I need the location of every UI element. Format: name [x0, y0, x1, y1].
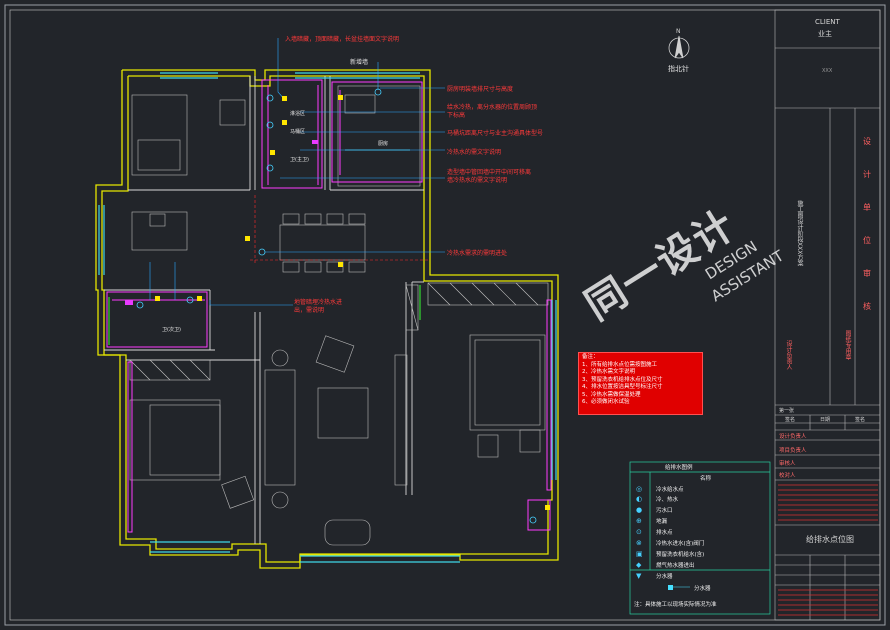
lamp-icon: ⊙ [636, 528, 642, 536]
notes-item: 5、冷热水需做保温处理 [582, 391, 641, 398]
legend-row: ⊕地漏 [636, 517, 668, 526]
callout-3: 厨房明装墙排尺寸与高度 [447, 86, 514, 93]
notes-item: 4、排水位置按洁具型号标注尺寸 [582, 384, 663, 390]
legend-header: 给排水图例 [665, 465, 693, 471]
tb-row-3: 审核人 [779, 461, 796, 467]
interior-walls [104, 76, 424, 544]
notes-item: 1、所有给排水点位需按图施工 [582, 361, 658, 368]
tb-client: CLIENT [815, 18, 840, 26]
tb-sign-3: 签名 [855, 417, 866, 423]
tb-seal-vertical: 图纸专用章 [844, 330, 851, 360]
tb-row-4: 校对人 [779, 473, 796, 479]
tb-approval-vertical: 设计负责人 [785, 340, 792, 370]
leader-lines [149, 38, 445, 306]
green-partitions [108, 285, 421, 345]
title-block-frame [774, 9, 881, 621]
legend-row: ⊙排水点 [636, 528, 673, 537]
notes-item: 6、必须做闭水试验 [582, 399, 630, 405]
callout-6: 冷热水的需文字说明 [447, 149, 502, 156]
wardrobes [129, 282, 549, 381]
tb-row-1: 设计负责人 [779, 434, 807, 440]
room-label-guest-bath: 卫(次卫) [162, 327, 181, 333]
tb-owner: 业主 [818, 30, 832, 38]
notes-item: 3、预留洗衣机给排水点位及尺寸 [582, 376, 663, 383]
triangle-icon: ▼ [636, 572, 642, 580]
tb-sign-1: 签名 [785, 417, 796, 423]
north-arrow-label: 指北针 [668, 65, 689, 73]
legend-col-header: 名称 [700, 476, 712, 482]
legend-divider-mark [668, 585, 673, 590]
legend-frame [629, 461, 771, 615]
notes-heading: 备注： [582, 354, 599, 360]
half-circle-icon: ◐ [636, 495, 643, 503]
drawing-title: 给排水点位图 [806, 535, 854, 544]
legend-row: ◐冷、热水 [636, 495, 679, 504]
tb-small-code: XXX [822, 68, 833, 74]
dashed-leaders [250, 195, 430, 265]
room-label-toilet: 马桶区 [290, 129, 306, 135]
valve-icon: ⊗ [636, 539, 642, 547]
fixture-markers [136, 88, 550, 524]
legend-row: ▼分水器 [636, 572, 673, 581]
washer-icon: ▣ [636, 550, 643, 558]
drain-icon: ⊕ [636, 517, 642, 525]
circle-icon: ◎ [636, 485, 643, 493]
legend-row: ⊗冷热水进水(含)阀门 [636, 539, 705, 548]
tb-sign-2: 日期 [820, 417, 831, 423]
callout-1: 入墙暗藏，顶面暗藏，长盆挂墙面文字说明 [285, 36, 400, 43]
windows [98, 72, 557, 563]
notes-item: 2、冷热水需文字说明 [582, 369, 635, 375]
dot-icon: ● [636, 506, 643, 514]
legend-footnote: 注：具体施工以现场实际情况为准 [634, 602, 717, 608]
tb-project-vertical: 施工图设计阶段XXX方案 [796, 200, 803, 267]
legend-row: ◎冷水给水点 [636, 485, 684, 494]
legend-row: ◆燃气热水器进出 [636, 561, 695, 570]
exterior-walls [95, 69, 559, 569]
room-tags [125, 140, 318, 305]
room-label-kitchen: 厨房 [378, 141, 389, 147]
tb-sheet-label: 第一张 [779, 408, 795, 414]
callout-9: 地管暗埋冷热水进出，需说明 [294, 299, 343, 314]
north-letter: N [676, 28, 681, 35]
legend-row: ▣预留洗衣机给水(含) [636, 550, 705, 559]
room-label-shower: 淋浴区 [290, 111, 306, 117]
legend-footer-label: 分水器 [694, 586, 711, 592]
title-block-red-stripes [778, 484, 878, 616]
notes-box: 备注： 1、所有给排水点位需按图施工 2、冷热水需文字说明 3、预留洗衣机给排水… [578, 352, 703, 415]
callout-5: 马桶坑距离尺寸与业主沟通具体型号 [447, 130, 544, 137]
legend-row: ●污水口 [636, 506, 673, 515]
legend-table: 给排水图例 名称 ◎冷水给水点 ◐冷、热水 ●污水口 ⊕地漏 ⊙排水点 ⊗冷热水… [630, 462, 770, 614]
callout-7: 造型墙中管回墙中开中间可移离墙冷热水的需文字说明 [447, 169, 532, 184]
room-label-master-bath: 卫(主卫) [290, 157, 309, 163]
callout-4: 给水冷热，离分水器的位置周顾顶下标高 [447, 104, 538, 119]
furniture [129, 85, 546, 546]
tb-design-vertical: 设 计 单 位 审 核 [863, 137, 871, 311]
north-arrow-icon [668, 35, 690, 59]
callout-8: 冷热水需求的需明进处 [447, 250, 508, 257]
callout-2: 新增墙 [350, 59, 369, 66]
diamond-icon: ◆ [636, 561, 642, 569]
tb-row-2: 项目负责人 [779, 448, 807, 454]
